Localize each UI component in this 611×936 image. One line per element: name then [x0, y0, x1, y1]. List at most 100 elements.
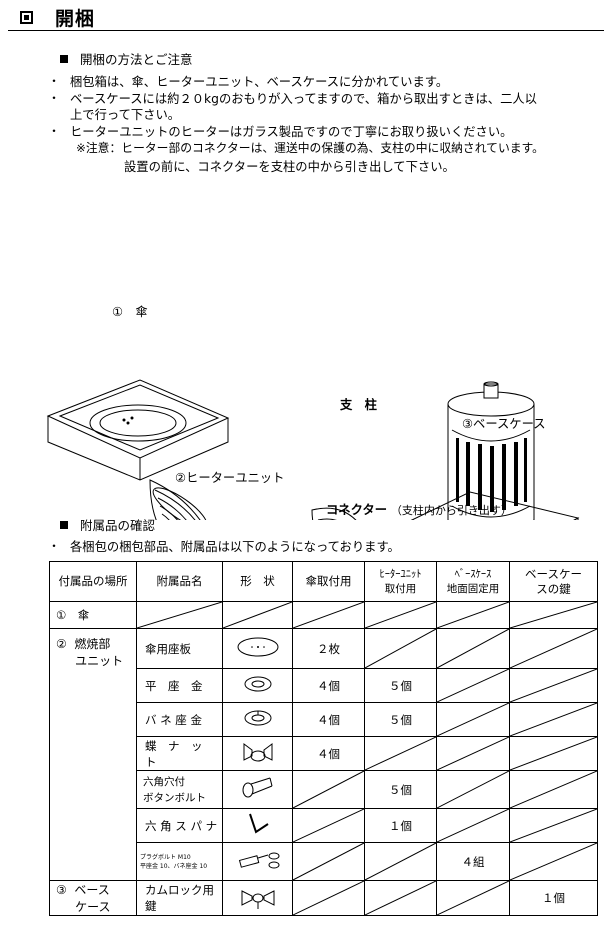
table-row: ③ ベース ケースカムロック用鍵 １個 — [49, 880, 598, 916]
cell-empty — [509, 628, 598, 669]
square-bullet-icon — [20, 10, 33, 24]
diagonal-slash — [365, 737, 436, 770]
diagonal-slash — [510, 602, 597, 628]
bullet-dot: ・ — [48, 91, 61, 105]
cell-item-name: 六 角 ス パ ナ — [136, 808, 223, 843]
diagonal-slash — [510, 737, 597, 770]
shape-umbrella-plate — [222, 628, 293, 669]
cell-qty-umbrella: ４個 — [292, 736, 365, 771]
cell-qty-key: １個 — [509, 880, 598, 916]
cell-item-name: カムロック用鍵 — [136, 880, 223, 916]
shape-plug-bolt — [222, 842, 293, 881]
cell-empty — [364, 601, 437, 629]
diagonal-slash — [510, 809, 597, 842]
cell-qty-heater: ５個 — [364, 770, 437, 809]
cell-empty — [509, 770, 598, 809]
header-heater-mount: ﾋｰﾀｰﾕﾆｯﾄ 取付用 — [364, 561, 437, 602]
shape-wing-nut — [222, 736, 293, 771]
cell-empty — [436, 668, 510, 703]
cell-item-name: バ ネ 座 金 — [136, 702, 223, 737]
cell-empty — [364, 628, 437, 669]
diagonal-slash — [437, 602, 509, 628]
diagonal-slash — [293, 881, 364, 915]
header-item-name: 附属品名 — [136, 561, 223, 602]
cell-empty — [292, 842, 365, 881]
diagonal-slash — [510, 669, 597, 702]
shape-hex-wrench — [222, 808, 293, 843]
cell-empty — [364, 736, 437, 771]
cell-location-base: ③ ベース ケース — [49, 880, 137, 916]
caution-note-1: ※注意：ヒーター部のコネクターは、運送中の保護の為、支柱の中に収納されています。 — [76, 141, 544, 155]
cell-empty — [509, 808, 598, 843]
figure-label-connector-note: （支柱内から引き出す） — [390, 504, 512, 517]
cell-empty — [364, 842, 437, 881]
figure-label-connector-row: コネクター （支柱内から引き出す） — [326, 500, 512, 518]
cell-empty — [509, 736, 598, 771]
accessories-table: 付属品の場所 附属品名 形 状 傘取付用 ﾋｰﾀｰﾕﾆｯﾄ 取付用 ﾍﾞｰｽｹｰ… — [49, 561, 598, 916]
diagonal-slash — [293, 602, 364, 628]
cell-empty — [436, 702, 510, 737]
shape-spring-washer — [222, 702, 293, 737]
cell-empty — [364, 880, 437, 916]
diagonal-slash — [365, 629, 436, 668]
table-row: ② 燃焼部 ユニット傘用座板 ２枚 — [49, 628, 598, 881]
heater-unit-box-figure — [149, 479, 208, 520]
diagonal-slash — [437, 737, 509, 770]
square-bullet-icon — [60, 520, 68, 529]
table-row: 蝶 ナ ッ ト ４個 — [50, 736, 598, 771]
cell-qty-heater: ５個 — [364, 668, 437, 703]
cell-empty — [292, 770, 365, 809]
figure-label-pole: 支 柱 — [340, 398, 377, 412]
table-row: ① 傘 — [49, 601, 598, 629]
cell-qty-heater: ５個 — [364, 702, 437, 737]
cell-empty — [436, 770, 510, 809]
diagonal-slash — [365, 602, 436, 628]
diagonal-slash — [437, 809, 509, 842]
caution-note-2: 設置の前に、コネクターを支柱の中から引き出して下さい。 — [124, 160, 455, 174]
cell-location-umbrella: ① 傘 — [49, 601, 137, 629]
cell-item-name: 傘用座板 — [136, 628, 223, 669]
pole-figure — [311, 507, 357, 520]
cell-empty — [509, 702, 598, 737]
diagonal-slash — [510, 843, 597, 880]
cell-empty — [509, 601, 598, 629]
section-heading-text: 開梱の方法とご注意 — [80, 52, 193, 67]
diagonal-slash — [510, 771, 597, 808]
cell-item-name: プラグボルト M10 平座金 10、バネ座金 10 — [136, 842, 223, 881]
diagonal-slash — [293, 843, 364, 880]
section-heading-unpacking: 開梱の方法とご注意 — [60, 49, 193, 68]
cell-item-name: 蝶 ナ ッ ト — [136, 736, 223, 771]
bullet-text-2-cont: 上で行って下さい。 — [70, 108, 181, 122]
diagonal-slash — [365, 843, 436, 880]
cell-qty-ground: ４組 — [436, 842, 510, 881]
page-title: 開梱 — [55, 7, 96, 30]
header-shape: 形 状 — [222, 561, 293, 602]
base-case-figure — [410, 381, 580, 520]
cell-empty — [436, 628, 510, 669]
cell-empty — [292, 808, 365, 843]
diagonal-slash — [437, 669, 509, 702]
cell-qty-umbrella: ４個 — [292, 702, 365, 737]
bullet-text-1: 梱包箱は、傘、ヒーターユニット、ベースケースに分かれています。 — [70, 75, 449, 89]
cell-item-name: 平 座 金 — [136, 668, 223, 703]
diagonal-slash — [437, 881, 509, 915]
shape-flat-washer — [222, 668, 293, 703]
bullet-dot: ・ — [48, 124, 61, 138]
diagonal-slash — [437, 771, 509, 808]
bullet-dot: ・ — [48, 539, 61, 553]
cell-item-name: 六角穴付 ボタンボルト — [136, 770, 223, 809]
cell-qty-umbrella: ２枚 — [292, 628, 365, 669]
cell-location-unit: ② 燃焼部 ユニット — [49, 628, 137, 881]
cell-qty-umbrella: ４個 — [292, 668, 365, 703]
section-heading-accessories: 附属品の確認 — [60, 515, 155, 534]
cell-empty — [509, 668, 598, 703]
header-ground-fix: ﾍﾞｰｽｹｰｽ 地面固定用 — [436, 561, 510, 602]
square-bullet-icon — [60, 54, 68, 63]
bullet-text-3: ヒーターユニットのヒーターはガラス製品ですので丁寧にお取り扱いください。 — [70, 125, 513, 139]
page-title-bar: 開梱 — [8, 4, 604, 31]
header-umbrella-mount: 傘取付用 — [292, 561, 365, 602]
diagonal-slash — [293, 771, 364, 808]
cell-empty — [292, 880, 365, 916]
shape-hex-button-bolt — [222, 770, 293, 809]
